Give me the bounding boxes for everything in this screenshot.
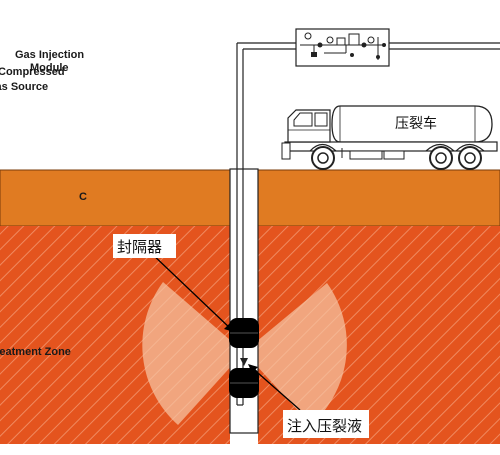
treatment-zone-label: Treatment Zone: [0, 346, 71, 358]
fracture-fans: [142, 282, 347, 425]
packer-label-box: [113, 234, 176, 258]
fluid-label-box: [283, 410, 369, 438]
fluid-leader-arrow-icon: [248, 364, 258, 373]
gas-injection-label-line1: Gas Injection: [15, 49, 85, 61]
packer-leader-line: [149, 251, 233, 331]
cap-rock-layer-left: [0, 169, 231, 227]
packer-lower: [229, 368, 259, 398]
compressed-gas-label-line1: Compressed: [0, 66, 65, 78]
packer-upper: [229, 318, 259, 348]
fracture-fan-right: [244, 283, 347, 425]
cap-rock-layer-right: [257, 169, 500, 227]
fracture-fan-left: [142, 282, 244, 425]
packer-label: 封隔器: [117, 238, 163, 256]
packer-leader-arrow-icon: [224, 323, 234, 332]
fluid-label: 注入压裂液: [287, 417, 363, 435]
cap-layer-label: C: [79, 191, 87, 203]
compressed-gas-label-line2: Gas Source: [0, 81, 49, 93]
gas-injection-label-line2: Module: [30, 62, 69, 74]
truck-wheels: [311, 146, 482, 170]
truck-label: 压裂车: [395, 116, 437, 132]
flow-arrow-icon: [240, 358, 248, 366]
gas-injection-module: [295, 28, 390, 67]
fluid-leader-line: [249, 365, 301, 411]
fracturing-truck: [281, 105, 498, 170]
